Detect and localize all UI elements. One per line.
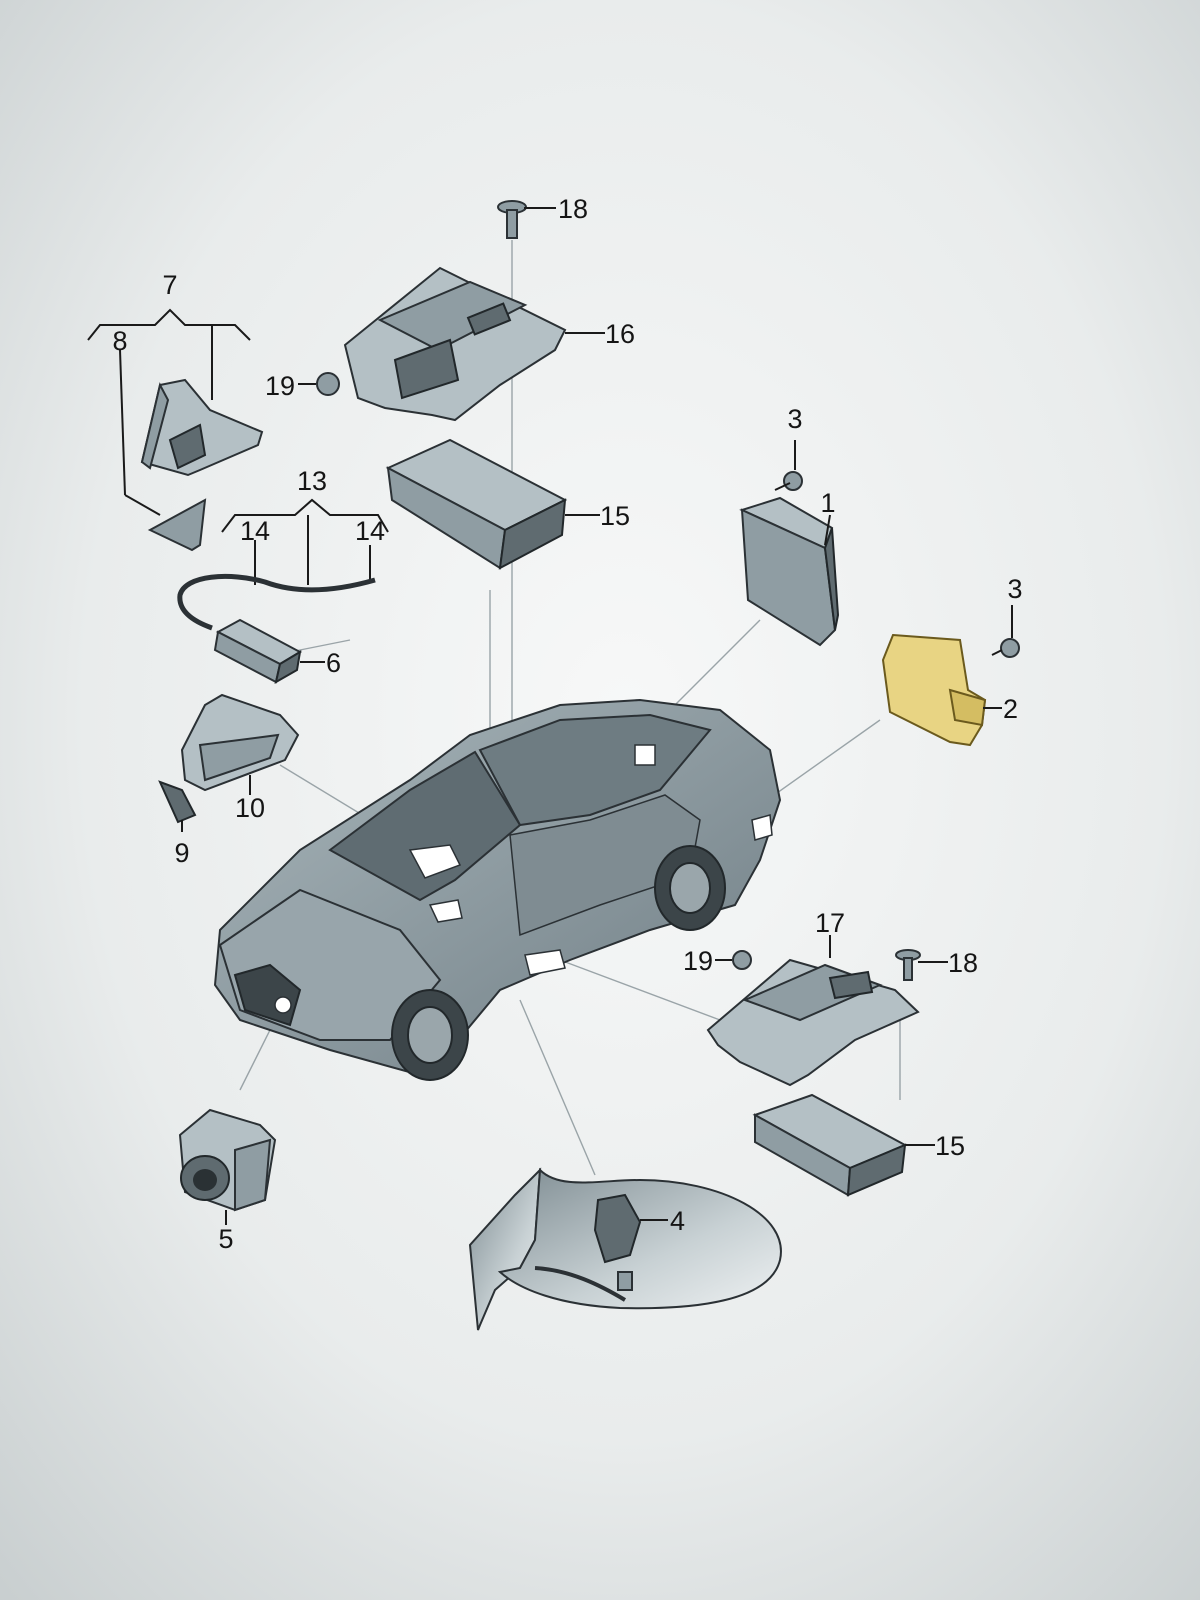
callout-2: 2 bbox=[1003, 694, 1018, 724]
callout-15-bottom: 15 bbox=[935, 1131, 965, 1161]
callout-10: 10 bbox=[235, 793, 265, 823]
part-17-bracket[interactable] bbox=[706, 958, 920, 1087]
part-15-control-module-top[interactable] bbox=[385, 438, 568, 570]
callout-19-bottom: 19 bbox=[683, 946, 713, 976]
callout-14-left: 14 bbox=[240, 516, 270, 546]
screw-3-right bbox=[991, 638, 1020, 658]
callout-1: 1 bbox=[820, 488, 835, 518]
callout-18-top: 18 bbox=[558, 194, 588, 224]
part-5-camera[interactable] bbox=[178, 1108, 277, 1212]
part-7-mount-bracket[interactable] bbox=[140, 378, 264, 477]
callout-3-right: 3 bbox=[1007, 574, 1022, 604]
part-15-control-module-bottom[interactable] bbox=[752, 1093, 908, 1197]
screw-3-left bbox=[774, 471, 803, 491]
screw-18-top bbox=[497, 200, 527, 239]
part-2-control-unit-highlighted[interactable] bbox=[881, 633, 987, 747]
part-16-bracket[interactable] bbox=[343, 266, 567, 422]
callout-9: 9 bbox=[174, 838, 189, 868]
part-1-control-unit[interactable] bbox=[739, 496, 840, 647]
nut-19-bottom bbox=[732, 950, 752, 970]
bracket-group-7 bbox=[87, 308, 251, 516]
vehicle-illustration bbox=[213, 698, 782, 1081]
callout-8: 8 bbox=[112, 326, 127, 356]
callout-14-right: 14 bbox=[355, 516, 385, 546]
callout-6: 6 bbox=[326, 648, 341, 678]
part-8-cover[interactable] bbox=[147, 498, 207, 552]
callout-7: 7 bbox=[162, 270, 177, 300]
callout-5: 5 bbox=[218, 1224, 233, 1254]
nut-19-top bbox=[316, 372, 340, 396]
part-10-trim-cover[interactable] bbox=[180, 693, 300, 792]
part-6-sensor[interactable] bbox=[213, 618, 303, 684]
callout-3-left: 3 bbox=[787, 404, 802, 434]
callout-17: 17 bbox=[815, 908, 845, 938]
part-4-mirror-assembly[interactable] bbox=[468, 1167, 782, 1331]
bracket-group-13 bbox=[221, 498, 389, 533]
callout-18-bottom: 18 bbox=[948, 948, 978, 978]
callout-4: 4 bbox=[670, 1206, 685, 1236]
callout-13: 13 bbox=[297, 466, 327, 496]
screw-18-bottom bbox=[895, 949, 921, 981]
part-9-clip[interactable] bbox=[158, 780, 197, 824]
part-13-cable[interactable] bbox=[177, 573, 376, 631]
callout-16: 16 bbox=[605, 319, 635, 349]
callout-19-top: 19 bbox=[265, 371, 295, 401]
callout-15-top: 15 bbox=[600, 501, 630, 531]
